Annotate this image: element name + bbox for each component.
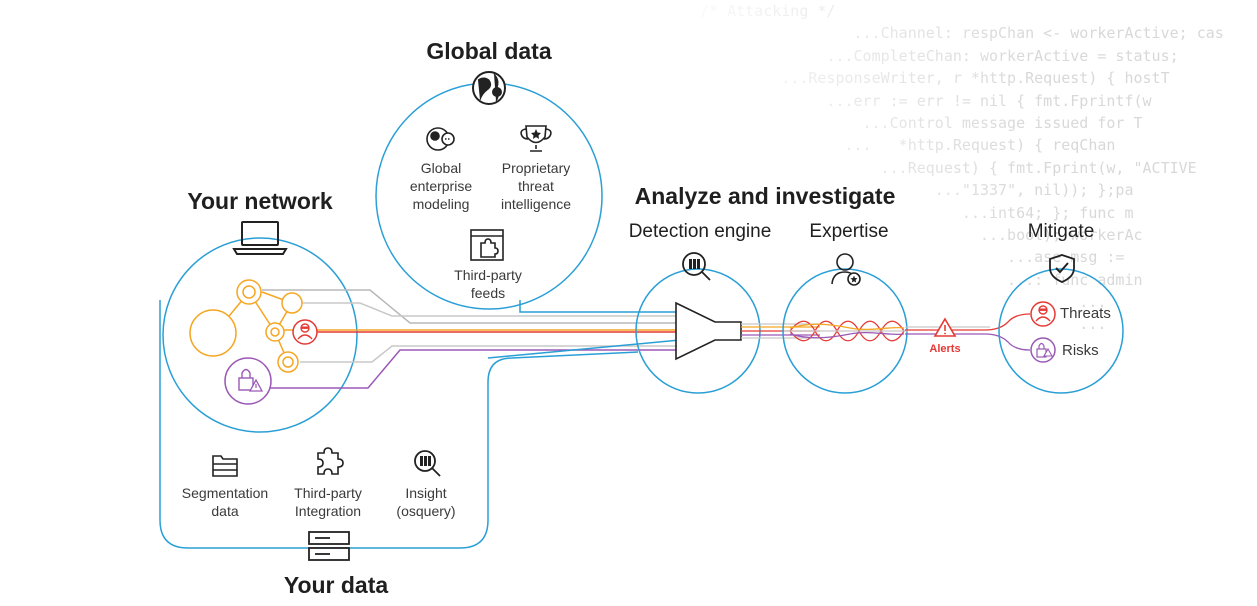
global-item-feeds-line: Third-party bbox=[454, 267, 522, 283]
global-item-feeds-line: feeds bbox=[470, 285, 506, 301]
engine-magnifier-icon bbox=[682, 252, 711, 281]
global-item-modeling-line: modeling bbox=[412, 196, 470, 212]
flow-line-blue-bottom bbox=[487, 339, 681, 359]
global-item-modeling: Global enterprise modeling bbox=[398, 159, 484, 213]
data-item-insight-line: Insight bbox=[405, 485, 447, 501]
data-item-insight: Insight (osquery) bbox=[384, 484, 468, 520]
global-data-title: Global data bbox=[426, 38, 552, 64]
node-top-inner bbox=[242, 285, 256, 299]
threat-actor-icon bbox=[1030, 301, 1056, 327]
expertise-title: Expertise bbox=[809, 221, 889, 242]
globe-network-icon bbox=[426, 127, 455, 151]
trophy-icon bbox=[520, 125, 552, 152]
mitigate-title: Mitigate bbox=[1027, 221, 1095, 242]
your-network-title: Your network bbox=[187, 188, 333, 214]
flow-line-from-global bbox=[519, 300, 680, 313]
your-data-title: Your data bbox=[283, 572, 389, 598]
your-network-circle bbox=[162, 237, 358, 433]
flow-line-purple bbox=[262, 349, 680, 389]
network-nodes bbox=[189, 279, 303, 373]
detection-engine-title: Detection engine bbox=[628, 221, 772, 242]
puzzle-window-icon bbox=[470, 229, 504, 261]
data-item-segmentation-line: data bbox=[211, 503, 239, 519]
threat-node bbox=[292, 319, 318, 345]
risks-label: Risks bbox=[1062, 342, 1099, 359]
mitigate-circle bbox=[998, 268, 1124, 394]
laptop-icon bbox=[232, 221, 288, 255]
expertise-wave bbox=[784, 320, 908, 342]
alert-warning-icon bbox=[933, 317, 957, 337]
node-mid-inner bbox=[270, 327, 280, 337]
folders-icon bbox=[212, 455, 238, 477]
funnel-icon bbox=[675, 301, 742, 361]
insight-magnifier-icon bbox=[414, 450, 441, 477]
data-item-integration: Third-party Integration bbox=[280, 484, 376, 520]
analyze-title: Analyze and investigate bbox=[634, 183, 896, 209]
data-item-integration-line: Third-party bbox=[294, 485, 362, 501]
to-risks-line bbox=[905, 333, 1031, 351]
threats-label: Threats bbox=[1060, 305, 1111, 322]
alerts-label: Alerts bbox=[929, 343, 961, 355]
flow-line-gray-1 bbox=[262, 289, 680, 324]
node-mid bbox=[265, 322, 285, 342]
node-bottom-inner bbox=[282, 356, 294, 368]
global-item-modeling-line: enterprise bbox=[409, 178, 473, 194]
global-item-feeds: Third-party feeds bbox=[440, 266, 536, 302]
server-icon bbox=[308, 531, 350, 561]
to-threats-line bbox=[905, 313, 1031, 331]
node-bottom bbox=[277, 351, 299, 373]
flow-line-gray-2 bbox=[292, 302, 680, 317]
global-item-intelligence: Proprietary threat intelligence bbox=[488, 159, 584, 213]
data-item-segmentation: Segmentation data bbox=[170, 484, 280, 520]
shield-check-icon bbox=[1049, 254, 1075, 283]
global-item-intelligence-line: intelligence bbox=[500, 196, 572, 212]
lock-warning-icon bbox=[1030, 337, 1056, 363]
node-large bbox=[189, 309, 237, 357]
global-item-intelligence-line: Proprietary bbox=[501, 160, 571, 176]
global-item-modeling-line: Global bbox=[420, 160, 462, 176]
globe-icon bbox=[472, 71, 506, 105]
expert-user-icon bbox=[831, 253, 861, 286]
global-item-intelligence-line: threat bbox=[518, 178, 554, 194]
data-item-segmentation-line: Segmentation bbox=[181, 485, 269, 501]
risk-node bbox=[224, 357, 272, 405]
flow-line-gray-3 bbox=[300, 345, 680, 363]
data-item-integration-line: Integration bbox=[294, 503, 362, 519]
puzzle-icon bbox=[317, 447, 344, 475]
node-right bbox=[281, 292, 303, 314]
your-data-enclosure bbox=[159, 300, 639, 549]
data-item-insight-line: (osquery) bbox=[396, 503, 456, 519]
node-top bbox=[236, 279, 262, 305]
